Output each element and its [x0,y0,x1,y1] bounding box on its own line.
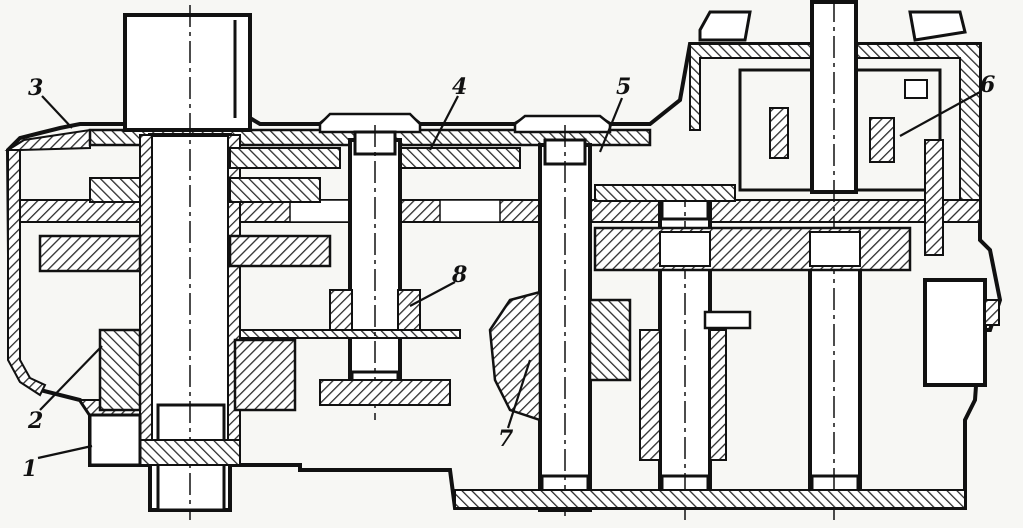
center-upper-gear [229,177,321,203]
left-large-gear [38,234,142,273]
bottom-housing-right [454,489,966,509]
left-upper-gear [89,177,141,203]
gear-seven [488,290,542,422]
housing-left-wall-hatch [7,149,47,397]
input-shaft-sleeve [123,13,252,132]
tower-small-block [904,79,928,99]
input-shaft-wall-left [139,134,153,466]
bottom-flange-left [129,439,241,466]
callout-3: 3 [28,75,43,101]
side-oil-tube [924,139,944,256]
bottom-flange-mid [319,379,451,406]
right-large-gear-inner [659,231,711,267]
right-large-gear-inner2 [809,231,861,267]
bottom-left-boss [88,413,142,467]
callout-5: 5 [616,74,631,100]
shaft-four-gear [639,329,661,461]
callout-2: 2 [27,408,43,434]
callout-7: 7 [498,426,514,452]
shaft-three-right-gear [588,298,632,382]
shaft-four-arm [703,310,752,330]
tower-top-lugs [698,10,967,42]
leader-lines [37,91,981,460]
callout-8: 8 [451,262,467,288]
cover-boss-left [318,112,422,134]
callout-4: 4 [452,74,467,100]
callout-1: 1 [22,456,37,482]
shaft-two-collar [239,329,461,339]
top-flat-gear-left [229,147,341,169]
right-large-gear [593,226,912,272]
left-bearing [98,328,142,412]
side-plug [923,278,987,387]
tower-bolt-right [869,117,895,163]
shaft-two-hub-right [397,289,421,331]
wall-gap-1 [289,199,351,223]
output-shaft-lower [808,263,862,497]
lower-bearing-right [233,338,297,412]
top-flat-gear-mid [399,147,521,169]
wall-gap-2 [439,199,501,223]
callout-6: 6 [980,72,995,98]
shaft-two-hub-left [329,289,353,331]
tower-bolt-left [769,107,789,159]
side-plug-cap [984,299,1000,326]
cover-boss-right [513,114,612,134]
center-large-gear [228,234,332,268]
shaft-four-gear-right [709,329,727,461]
tower-housing [689,43,981,201]
top-right-flat-gear [594,184,736,202]
